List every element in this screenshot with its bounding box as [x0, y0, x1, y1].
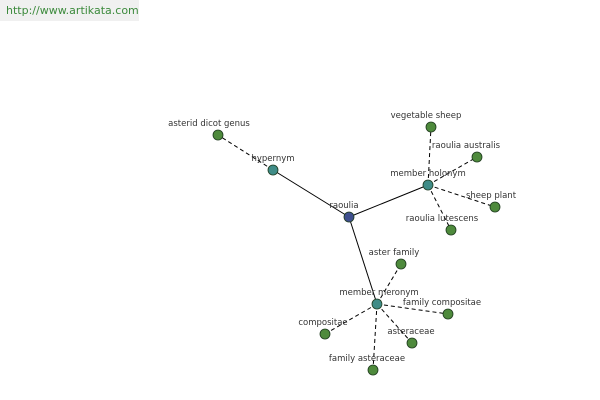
node-marker[interactable] — [489, 201, 501, 213]
node-label: member holonym — [390, 169, 465, 179]
node-marker[interactable] — [267, 164, 279, 176]
node-label: compositae — [298, 318, 347, 328]
edge-raoulia-member-holonym — [348, 184, 429, 218]
node-compositae[interactable]: compositae — [298, 318, 348, 340]
graph-edges — [217, 126, 496, 371]
edge-member-holonym-vegetable-sheep — [427, 126, 432, 186]
node-label: asteraceae — [387, 327, 434, 337]
edge-raoulia-member-meronym — [348, 216, 378, 305]
node-marker[interactable] — [343, 211, 355, 223]
node-raoulia-lutescens[interactable]: raoulia lutescens — [406, 214, 479, 236]
node-asteraceae[interactable]: asteraceae — [387, 327, 435, 349]
node-label: raoulia lutescens — [406, 214, 479, 224]
node-marker[interactable] — [471, 151, 483, 163]
node-label: raoulia — [329, 201, 358, 211]
node-marker[interactable] — [371, 298, 383, 310]
edge-member-holonym-sheep-plant — [427, 184, 496, 208]
node-marker[interactable] — [445, 224, 457, 236]
node-label: member meronym — [339, 288, 418, 298]
edge-member-meronym-family-compositae — [376, 303, 449, 315]
node-family-asteraceae[interactable]: family asteraceae — [329, 354, 405, 376]
node-sheep-plant[interactable]: sheep plant — [466, 191, 517, 213]
node-member-holonym[interactable]: member holonym — [390, 169, 466, 191]
edge-member-meronym-compositae — [324, 303, 378, 335]
edge-member-meronym-asteraceae — [376, 303, 413, 344]
edge-member-holonym-raoulia-australis — [427, 156, 478, 186]
node-label: aster family — [369, 248, 420, 258]
node-label: asterid dicot genus — [168, 119, 250, 129]
node-label: family compositae — [403, 298, 481, 308]
node-aster-family[interactable]: aster family — [369, 248, 420, 270]
node-marker[interactable] — [422, 179, 434, 191]
node-marker[interactable] — [395, 258, 407, 270]
node-marker[interactable] — [367, 364, 379, 376]
graph-nodes: raoulia hypernym member holonym member mero… — [168, 111, 517, 376]
node-marker[interactable] — [442, 308, 454, 320]
edge-raoulia-hypernym — [272, 169, 350, 218]
watermark-url: http://www.artikata.com — [0, 0, 139, 21]
edge-member-meronym-aster-family — [376, 263, 402, 305]
edge-hypernym-asterid-dicot-genus — [217, 134, 274, 171]
node-label: family asteraceae — [329, 354, 405, 364]
node-raoulia[interactable]: raoulia — [329, 201, 359, 223]
node-family-compositae[interactable]: family compositae — [403, 298, 481, 320]
node-hypernym[interactable]: hypernym — [251, 154, 295, 176]
node-label: raoulia australis — [432, 141, 501, 151]
node-label: vegetable sheep — [391, 111, 462, 121]
node-marker[interactable] — [319, 328, 331, 340]
node-vegetable-sheep[interactable]: vegetable sheep — [391, 111, 462, 133]
node-marker[interactable] — [406, 337, 418, 349]
edge-member-holonym-raoulia-lutescens — [427, 184, 452, 231]
node-member-meronym[interactable]: member meronym — [339, 288, 419, 310]
node-marker[interactable] — [212, 129, 224, 141]
node-raoulia-australis[interactable]: raoulia australis — [432, 141, 501, 163]
node-asterid-dicot-genus[interactable]: asterid dicot genus — [168, 119, 250, 141]
node-marker[interactable] — [425, 121, 437, 133]
node-label: hypernym — [251, 154, 294, 164]
node-label: sheep plant — [466, 191, 517, 201]
